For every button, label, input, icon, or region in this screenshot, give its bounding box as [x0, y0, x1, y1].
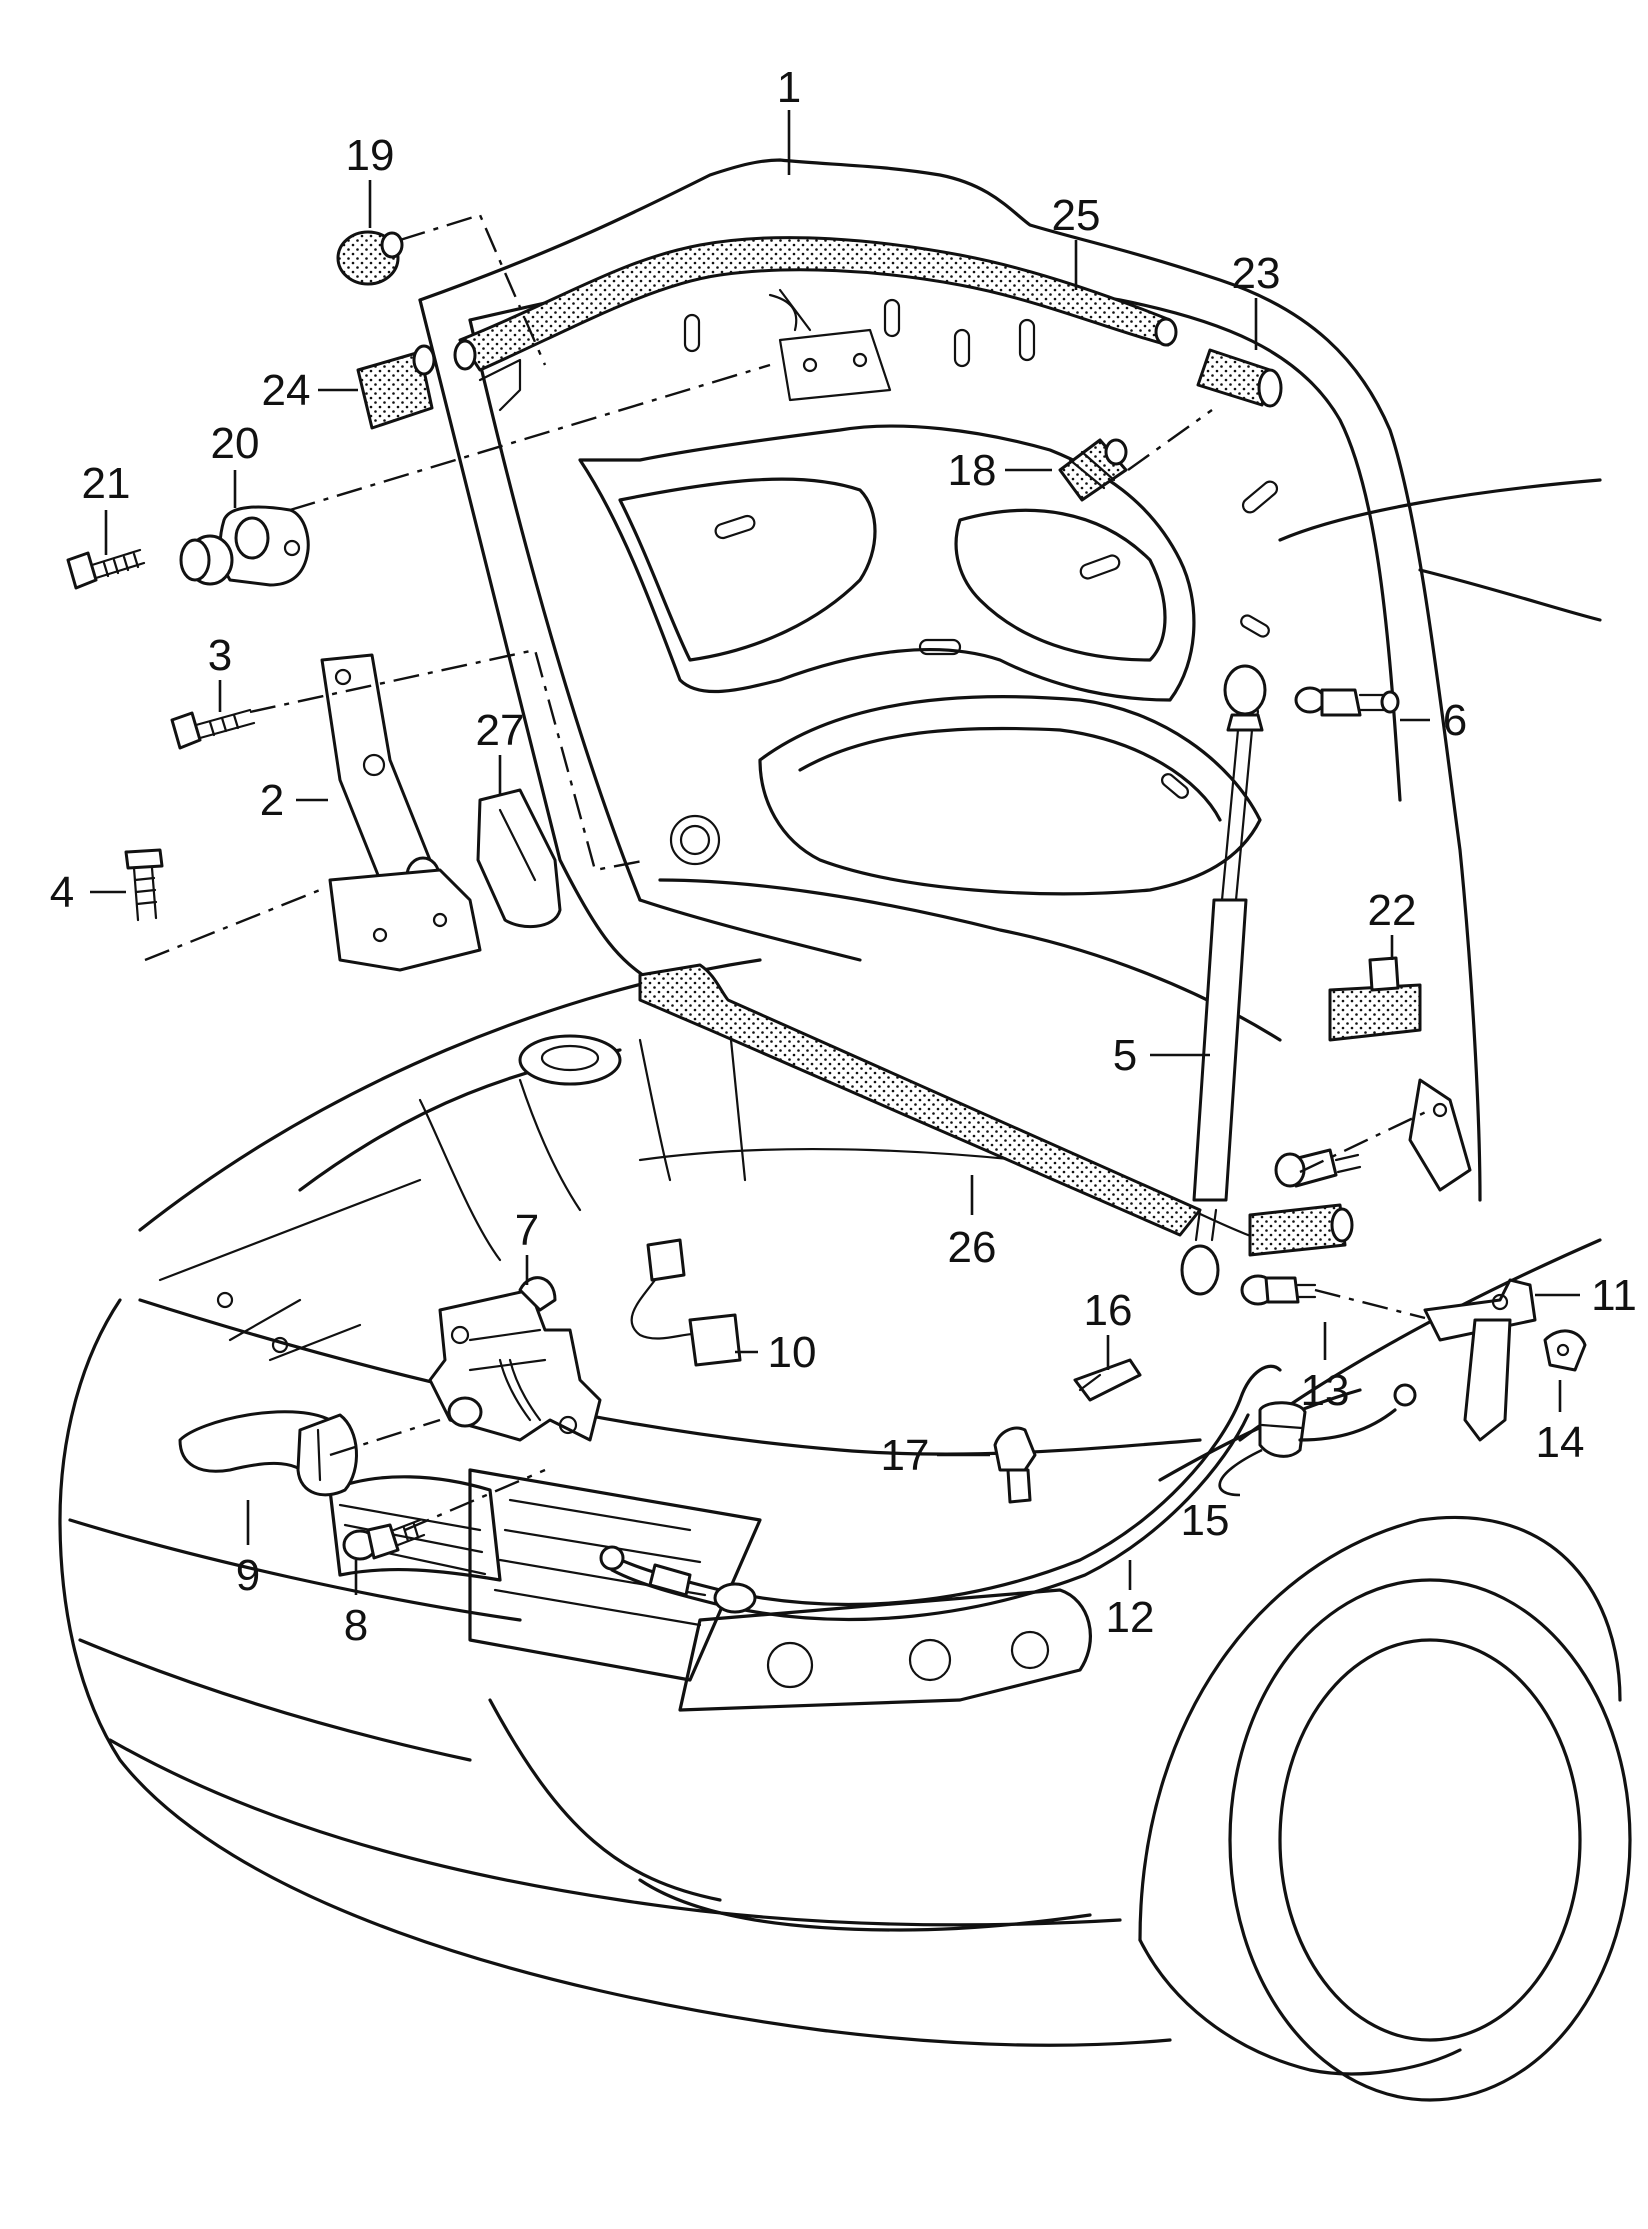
- part-4-screw: [124, 848, 164, 922]
- callout-2: 2: [260, 776, 284, 825]
- part-20-striker: [179, 505, 310, 587]
- callout-17: 17: [881, 1431, 930, 1480]
- part-17-holder: [993, 1426, 1037, 1504]
- part-24-seal-end: [356, 344, 436, 430]
- callout-21: 21: [82, 459, 131, 508]
- callout-11: 11: [1591, 1271, 1637, 1320]
- callout-26: 26: [948, 1223, 997, 1272]
- car-body-outline: [58, 478, 1632, 2102]
- part-7-lock: [428, 1276, 602, 1442]
- part-12-release-cable: [599, 1364, 1282, 1622]
- part-14-clip: [1543, 1329, 1587, 1372]
- callout-7: 7: [515, 1206, 539, 1255]
- callout-13: 13: [1301, 1366, 1350, 1415]
- part-3-bolt: [170, 708, 256, 750]
- part-11-bracket: [1423, 1278, 1537, 1442]
- callout-14: 14: [1536, 1418, 1585, 1467]
- callout-10: 10: [768, 1328, 817, 1377]
- part-10-switch: [630, 1238, 742, 1367]
- callout-labels: 1 2 3 4 5 6 7 8 9 10 11 12 13 14 15 16 1…: [50, 63, 1637, 1650]
- part-5-gas-strut: [1180, 664, 1267, 1296]
- leader-lines: [90, 110, 1580, 1595]
- callout-20: 20: [211, 419, 260, 468]
- part-22-pad: [1328, 956, 1422, 1042]
- part-25-hood-seal: [453, 236, 1178, 372]
- part-19-plug: [336, 230, 404, 286]
- callout-19: 19: [346, 131, 395, 180]
- callout-23: 23: [1232, 249, 1281, 298]
- callout-27: 27: [476, 706, 525, 755]
- callout-16: 16: [1084, 1286, 1133, 1335]
- part-26-seal-strip: [638, 963, 1354, 1257]
- callout-24: 24: [262, 366, 311, 415]
- callout-12: 12: [1106, 1593, 1155, 1642]
- part-15-grommet: [1258, 1383, 1417, 1458]
- part-2-hinge: [320, 653, 482, 972]
- callout-8: 8: [344, 1601, 368, 1650]
- assembly-lines: [144, 213, 1431, 1532]
- callout-22: 22: [1368, 886, 1417, 935]
- callout-1: 1: [777, 63, 801, 112]
- part-8-bolt: [342, 1518, 426, 1561]
- part-16-clip: [1073, 1358, 1142, 1402]
- callout-5: 5: [1113, 1031, 1137, 1080]
- callout-25: 25: [1052, 191, 1101, 240]
- part-6-ball-stud: [1294, 686, 1400, 717]
- part-18-buffer: [1058, 438, 1128, 502]
- part-9-release-lever: [178, 1410, 358, 1497]
- part-ball-stud-right: [1274, 1148, 1362, 1188]
- part-21-bolt: [66, 548, 146, 590]
- part-23-seal-end: [1196, 348, 1283, 408]
- part-13-stud: [1240, 1274, 1317, 1306]
- callout-18: 18: [948, 446, 997, 495]
- callout-3: 3: [208, 631, 232, 680]
- part-27-cover: [476, 788, 562, 929]
- callout-4: 4: [50, 868, 74, 917]
- callout-6: 6: [1443, 696, 1467, 745]
- callout-15: 15: [1181, 1496, 1230, 1545]
- callout-9: 9: [236, 1551, 260, 1600]
- hood-panel: [418, 158, 1482, 1202]
